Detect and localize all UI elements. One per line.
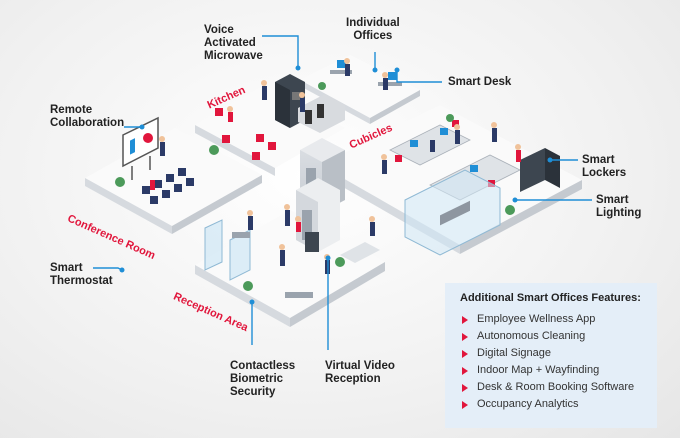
people-illustrations [150,58,521,274]
features-title: Additional Smart Offices Features: [460,292,641,304]
feature-item: Desk & Room Booking Software [460,379,657,396]
feature-item: Digital Signage [460,345,657,362]
features-list: Employee Wellness App Autonomous Cleanin… [460,311,657,413]
label-smart-lighting: Smart Lighting [596,194,642,219]
kitchen-chairs [215,108,276,160]
red-triangle-bullet-icon [462,350,468,358]
label-smart-thermostat: Smart Thermostat [50,262,113,287]
feature-item-label: Digital Signage [477,347,551,359]
feature-item: Autonomous Cleaning [460,328,657,345]
feature-item: Occupancy Analytics [460,396,657,413]
label-smart-desk: Smart Desk [448,76,512,88]
red-triangle-bullet-icon [462,316,468,324]
red-triangle-bullet-icon [462,401,468,409]
label-voice-activated-microwave: Voice Activated Microwave [204,24,263,62]
callout-dots [119,65,553,305]
label-contactless-biometric-security: Contactless Biometric Security [230,360,296,398]
glass-meeting-room [404,169,501,256]
label-virtual-video-reception: Virtual Video Reception [325,360,395,385]
kitchen-appliances [275,74,345,133]
feature-item-label: Desk & Room Booking Software [477,381,635,393]
reception-details [204,219,380,298]
feature-item: Employee Wellness App [460,311,657,328]
reception-floor [195,210,385,327]
feature-item-label: Indoor Map + Wayfinding [477,364,600,376]
feature-item: Indoor Map + Wayfinding [460,362,657,379]
callout-connectors [93,35,592,350]
label-individual-offices: Individual Offices [346,17,400,42]
plant-icons [115,82,515,291]
red-triangle-bullet-icon [462,384,468,392]
feature-item-label: Autonomous Cleaning [477,330,586,342]
conference-chairs [142,168,194,204]
office-desks [330,60,402,86]
presentation-screen-illustration [122,116,159,180]
red-triangle-bullet-icon [462,333,468,341]
additional-features-panel: Additional Smart Offices Features: Emplo… [445,283,657,428]
label-smart-lockers: Smart Lockers [582,154,627,179]
feature-item-label: Occupancy Analytics [477,398,579,410]
elevator-core [296,138,345,252]
red-triangle-bullet-icon [462,367,468,375]
label-remote-collaboration: Remote Collaboration [50,104,125,129]
feature-item-label: Employee Wellness App [477,313,596,325]
